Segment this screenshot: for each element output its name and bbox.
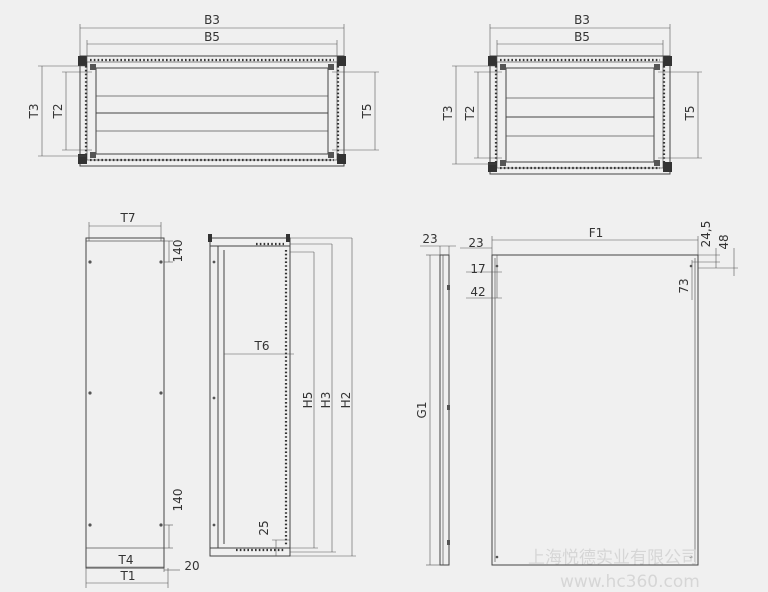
corner-bracket (328, 64, 334, 70)
screw-hole (88, 260, 92, 264)
inner-frame (496, 61, 664, 169)
screw-hole (495, 555, 499, 559)
door-panel (491, 254, 699, 566)
t2-label: T2 (51, 104, 65, 120)
dim-24-5: 24,5 (699, 221, 713, 248)
corner-post (78, 56, 87, 66)
outer-frame (489, 55, 671, 175)
watermark-url: www.hc360.com (560, 572, 700, 592)
t4-label: T4 (118, 553, 134, 567)
dim-140-top: 140 (171, 240, 185, 263)
corner-bracket (328, 152, 334, 158)
b5-label: B5 (204, 30, 220, 44)
door-frame (505, 67, 655, 163)
b3-label-narrow: B3 (574, 13, 590, 27)
screw-hole (212, 523, 216, 527)
corner-post (663, 56, 672, 66)
top-bracket (208, 234, 212, 242)
corner-post (78, 154, 87, 164)
door-side-view: G1 23 (415, 232, 456, 566)
dim-23-left: 23 (422, 232, 437, 246)
b3-label: B3 (204, 13, 220, 27)
corner-bracket (90, 152, 96, 158)
dim-73: 73 (677, 278, 691, 293)
dim-25: 25 (257, 520, 271, 535)
corner-bracket (654, 160, 660, 166)
screw-hole (689, 555, 693, 559)
top-bracket (286, 234, 290, 242)
dim-140-bottom: 140 (171, 489, 185, 512)
screw-hole (159, 260, 163, 264)
h2-label: H2 (339, 392, 353, 409)
corner-bracket (654, 64, 660, 70)
corner-bracket (500, 64, 506, 70)
screw-hole (689, 264, 693, 268)
g1-label: G1 (415, 402, 429, 419)
inner-frame (86, 61, 338, 161)
t3-label-narrow: T3 (441, 106, 455, 122)
h3-label: H3 (319, 392, 333, 409)
dim-17: 17 (470, 262, 485, 276)
screw-hole (159, 523, 163, 527)
t1-label: T1 (120, 569, 136, 583)
hinge (447, 285, 450, 290)
t6-label: T6 (254, 339, 270, 353)
t2-label-narrow: T2 (463, 106, 477, 122)
watermark-company: 上海悦德实业有限公司 (528, 548, 698, 568)
top-view-narrow: B3 B5 T3 T2 T5 (441, 13, 702, 175)
side-view: T7 140 140 T4 T1 20 (85, 211, 200, 588)
h5-label: H5 (301, 392, 315, 409)
section-outline (209, 237, 291, 557)
side-panel (85, 237, 165, 569)
corner-post (337, 154, 346, 164)
t7-label: T7 (120, 211, 136, 225)
screw-hole (88, 523, 92, 527)
t5-label-narrow: T5 (683, 106, 697, 122)
outer-frame (79, 55, 345, 167)
corner-post (488, 162, 497, 172)
corner-bracket (90, 64, 96, 70)
section-view: T6 H5 H3 H2 25 (208, 234, 356, 557)
hinge (447, 540, 450, 545)
screw-hole (212, 260, 216, 264)
door-front-view: F1 23 17 42 24,5 48 73 (460, 221, 738, 566)
corner-post (337, 56, 346, 66)
dim-20: 20 (184, 559, 199, 573)
corner-post (663, 162, 672, 172)
dim-42: 42 (470, 285, 485, 299)
b5-label-narrow: B5 (574, 30, 590, 44)
door-frame (95, 67, 329, 155)
corner-bracket (500, 160, 506, 166)
t3-label: T3 (27, 104, 41, 120)
screw-hole (88, 391, 92, 395)
dim-23-right: 23 (468, 236, 483, 250)
hinge (447, 405, 450, 410)
screw-hole (159, 391, 163, 395)
f1-label: F1 (589, 226, 604, 240)
top-view-wide: B3 B5 T3 T2 T5 (27, 13, 379, 167)
t5-label: T5 (360, 104, 374, 120)
corner-post (488, 56, 497, 66)
dim-48: 48 (717, 234, 731, 249)
screw-hole (212, 396, 216, 400)
